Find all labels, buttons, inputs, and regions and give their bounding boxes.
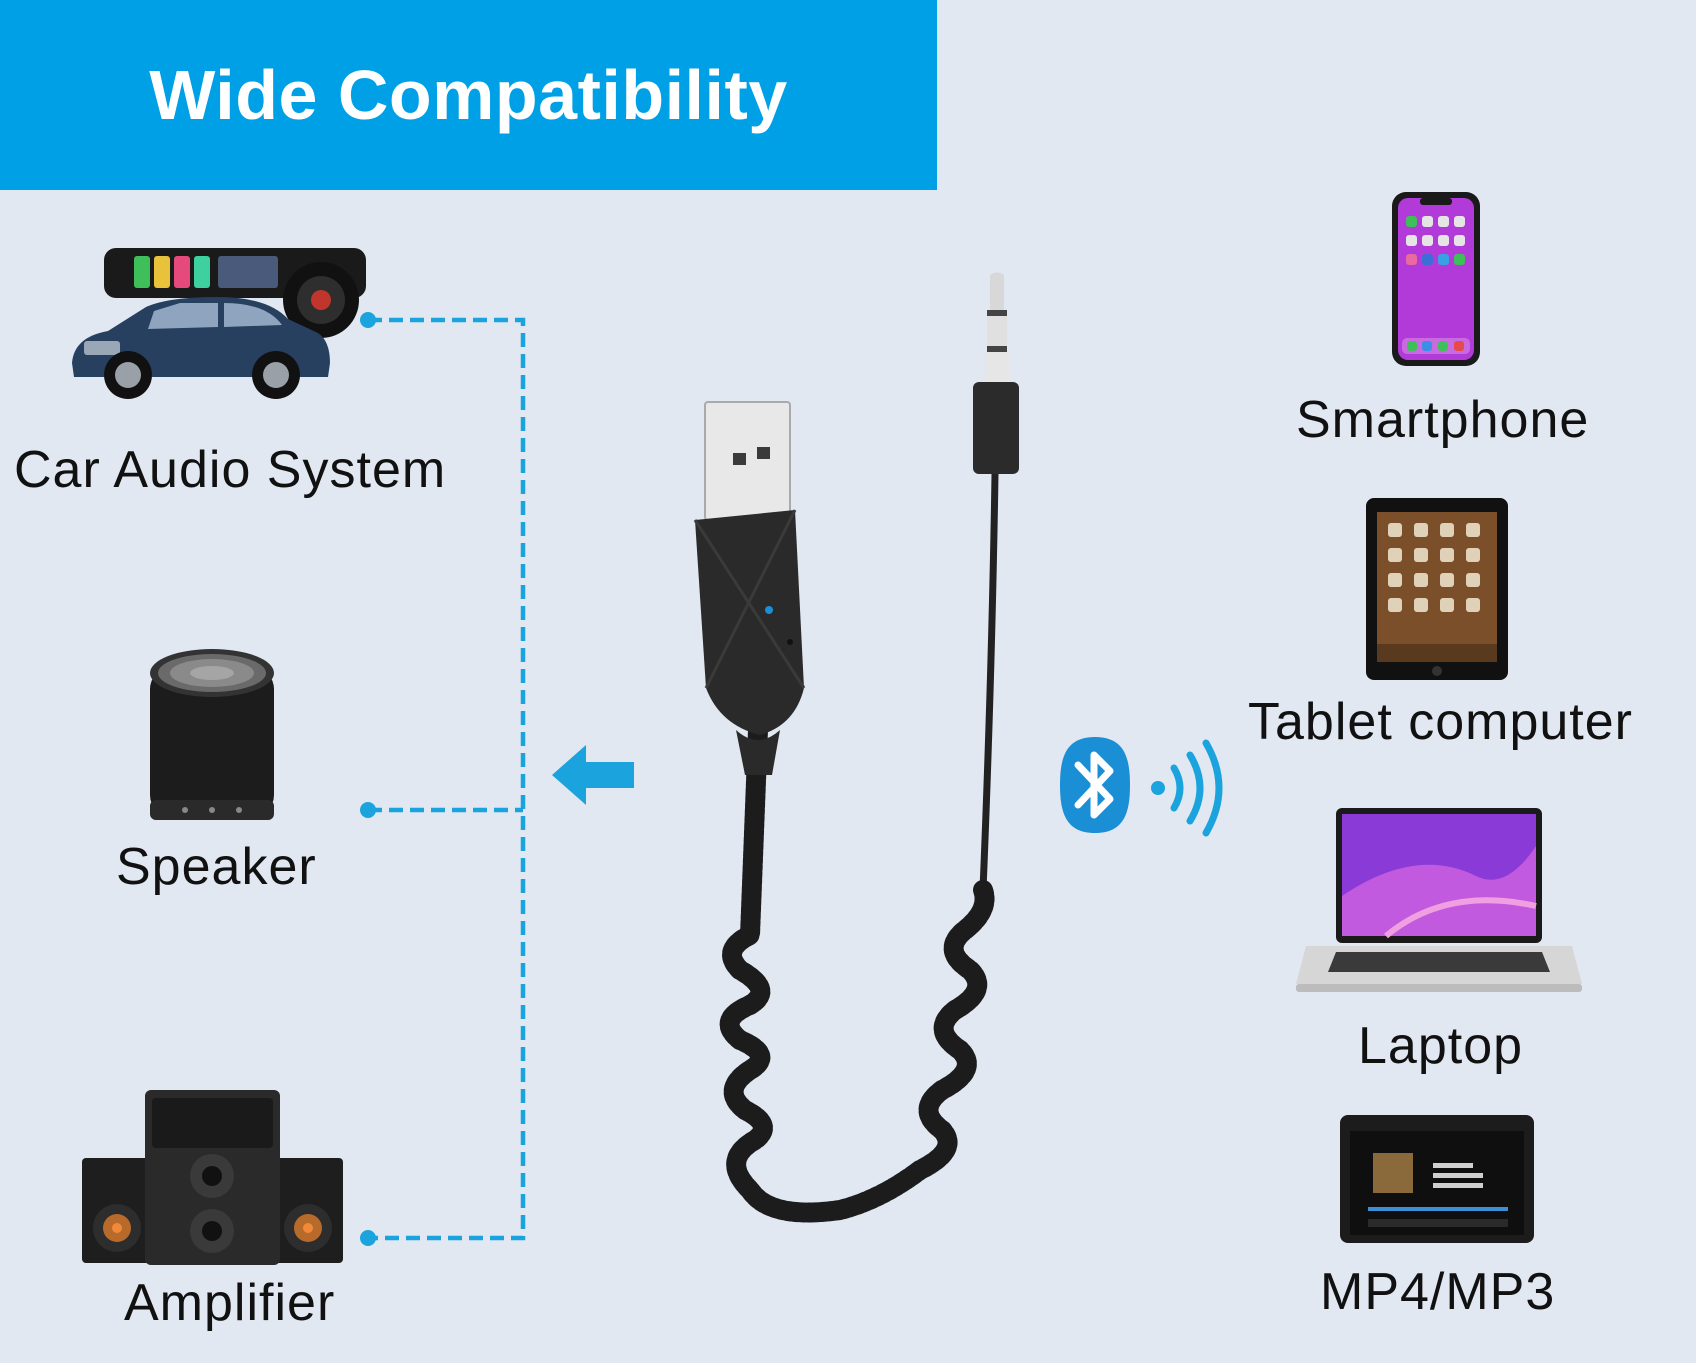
laptop-image	[1296, 808, 1582, 992]
tablet-image	[1366, 498, 1508, 680]
speaker-label: Speaker	[116, 838, 317, 896]
smartphone-image	[1392, 192, 1480, 366]
amplifier-image	[82, 1090, 343, 1265]
header-banner: Wide Compatibility	[0, 0, 937, 190]
car-audio-system-image	[72, 248, 366, 399]
tablet-label: Tablet computer	[1248, 693, 1633, 751]
car-audio-system-label: Car Audio System	[14, 441, 447, 499]
mp-player-label: MP4/MP3	[1320, 1263, 1556, 1321]
page-title: Wide Compatibility	[149, 56, 788, 134]
laptop-label: Laptop	[1358, 1017, 1524, 1075]
smartphone-label: Smartphone	[1296, 391, 1590, 449]
speaker-image	[150, 649, 274, 820]
bluetooth-receiver-image	[693, 272, 1019, 1223]
connector-lines	[360, 312, 526, 1246]
direction-arrow-icon	[552, 745, 634, 805]
wireless-signal-icon	[1151, 739, 1223, 837]
amplifier-label: Amplifier	[124, 1274, 336, 1332]
bluetooth-icon	[1060, 737, 1130, 833]
mp-player-image	[1340, 1115, 1534, 1243]
